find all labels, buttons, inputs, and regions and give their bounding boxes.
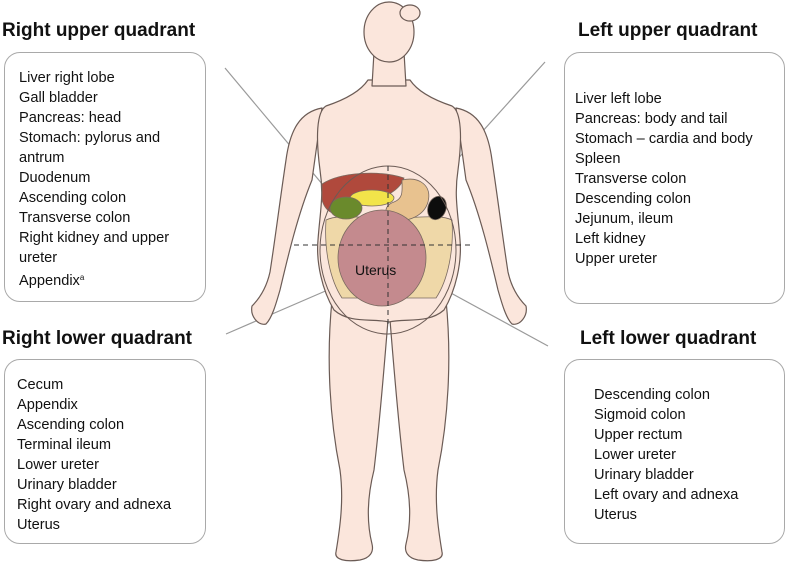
list-item: Pancreas: body and tail (575, 111, 728, 127)
list-item: Right ovary and adnexa (17, 497, 172, 513)
list-item: Liver left lobe (575, 91, 662, 107)
list-item: Pancreas: head (19, 110, 122, 126)
connector-line-llq (437, 285, 549, 347)
list-item: Left kidney (575, 231, 646, 247)
right-lower-quadrant-list: Cecum Appendix Ascending colon Terminal … (17, 375, 205, 535)
list-item: Uterus (594, 507, 637, 523)
abdominal-organs (321, 172, 453, 307)
left-upper-quadrant-title: Left upper quadrant (578, 20, 758, 41)
left-upper-quadrant-list: Liver left lobe Pancreas: body and tail … (575, 89, 784, 269)
left-lower-quadrant-box: Descending colon Sigmoid colon Upper rec… (564, 359, 785, 544)
left-leg (389, 299, 450, 562)
list-item: Transverse colon (575, 171, 687, 187)
connector-line-rlq (225, 285, 338, 335)
footnote-marker: a (79, 273, 85, 282)
list-item: Descending colon (594, 387, 711, 403)
list-item: Lower ureter (594, 447, 676, 463)
list-item: Urinary bladder (17, 477, 117, 493)
list-item: Lower ureter (17, 457, 99, 473)
right-lower-quadrant-title: Right lower quadrant (2, 328, 192, 349)
left-lower-quadrant-title: Left lower quadrant (580, 328, 757, 349)
right-upper-quadrant-title: Right upper quadrant (2, 20, 196, 41)
list-item: Upper ureter (575, 251, 657, 267)
list-item: Stomach – cardia and body (575, 131, 753, 147)
list-item: Descending colon (575, 191, 692, 207)
gall-bladder (329, 196, 363, 220)
hair-bun (399, 4, 421, 22)
list-item: Transverse colon (19, 210, 131, 226)
list-item: Appendix (17, 397, 78, 413)
list-item: Ascending colon (19, 190, 127, 206)
right-lower-quadrant-box: Cecum Appendix Ascending colon Terminal … (4, 359, 206, 544)
right-upper-quadrant-list: Liver right lobe Gall bladder Pancreas: … (19, 68, 205, 291)
list-item: Jejunum, ileum (575, 211, 674, 227)
list-item: Right kidney and upper (19, 230, 170, 246)
list-item: Spleen (575, 151, 621, 167)
uterus (337, 209, 427, 307)
left-lower-quadrant-list: Descending colon Sigmoid colon Upper rec… (594, 385, 784, 525)
list-item: Appendixa (19, 268, 205, 291)
uterus-label: Uterus (355, 262, 397, 278)
list-item: Ascending colon (17, 417, 125, 433)
right-upper-quadrant-box: Liver right lobe Gall bladder Pancreas: … (4, 52, 206, 302)
right-leg (328, 299, 389, 562)
list-item: Liver right lobe (19, 70, 115, 86)
list-item: Urinary bladder (594, 467, 694, 483)
list-item: Cecum (17, 377, 64, 393)
list-item: Left ovary and adnexa (594, 487, 739, 503)
list-item: Duodenum (19, 170, 91, 186)
quadrant-dividers (294, 166, 474, 328)
list-item: Uterus (17, 517, 60, 533)
list-item: antrum (19, 150, 65, 166)
appendix-label: Appendix (19, 273, 80, 289)
list-item: Gall bladder (19, 90, 98, 106)
right-arm (251, 107, 323, 325)
list-item: Sigmoid colon (594, 407, 686, 423)
left-upper-quadrant-box: Liver left lobe Pancreas: body and tail … (564, 52, 785, 304)
list-item: Stomach: pylorus and (19, 130, 161, 146)
list-item: Terminal ileum (17, 437, 112, 453)
left-arm (455, 107, 527, 325)
list-item: Upper rectum (594, 427, 683, 443)
list-item: ureter (19, 250, 58, 266)
